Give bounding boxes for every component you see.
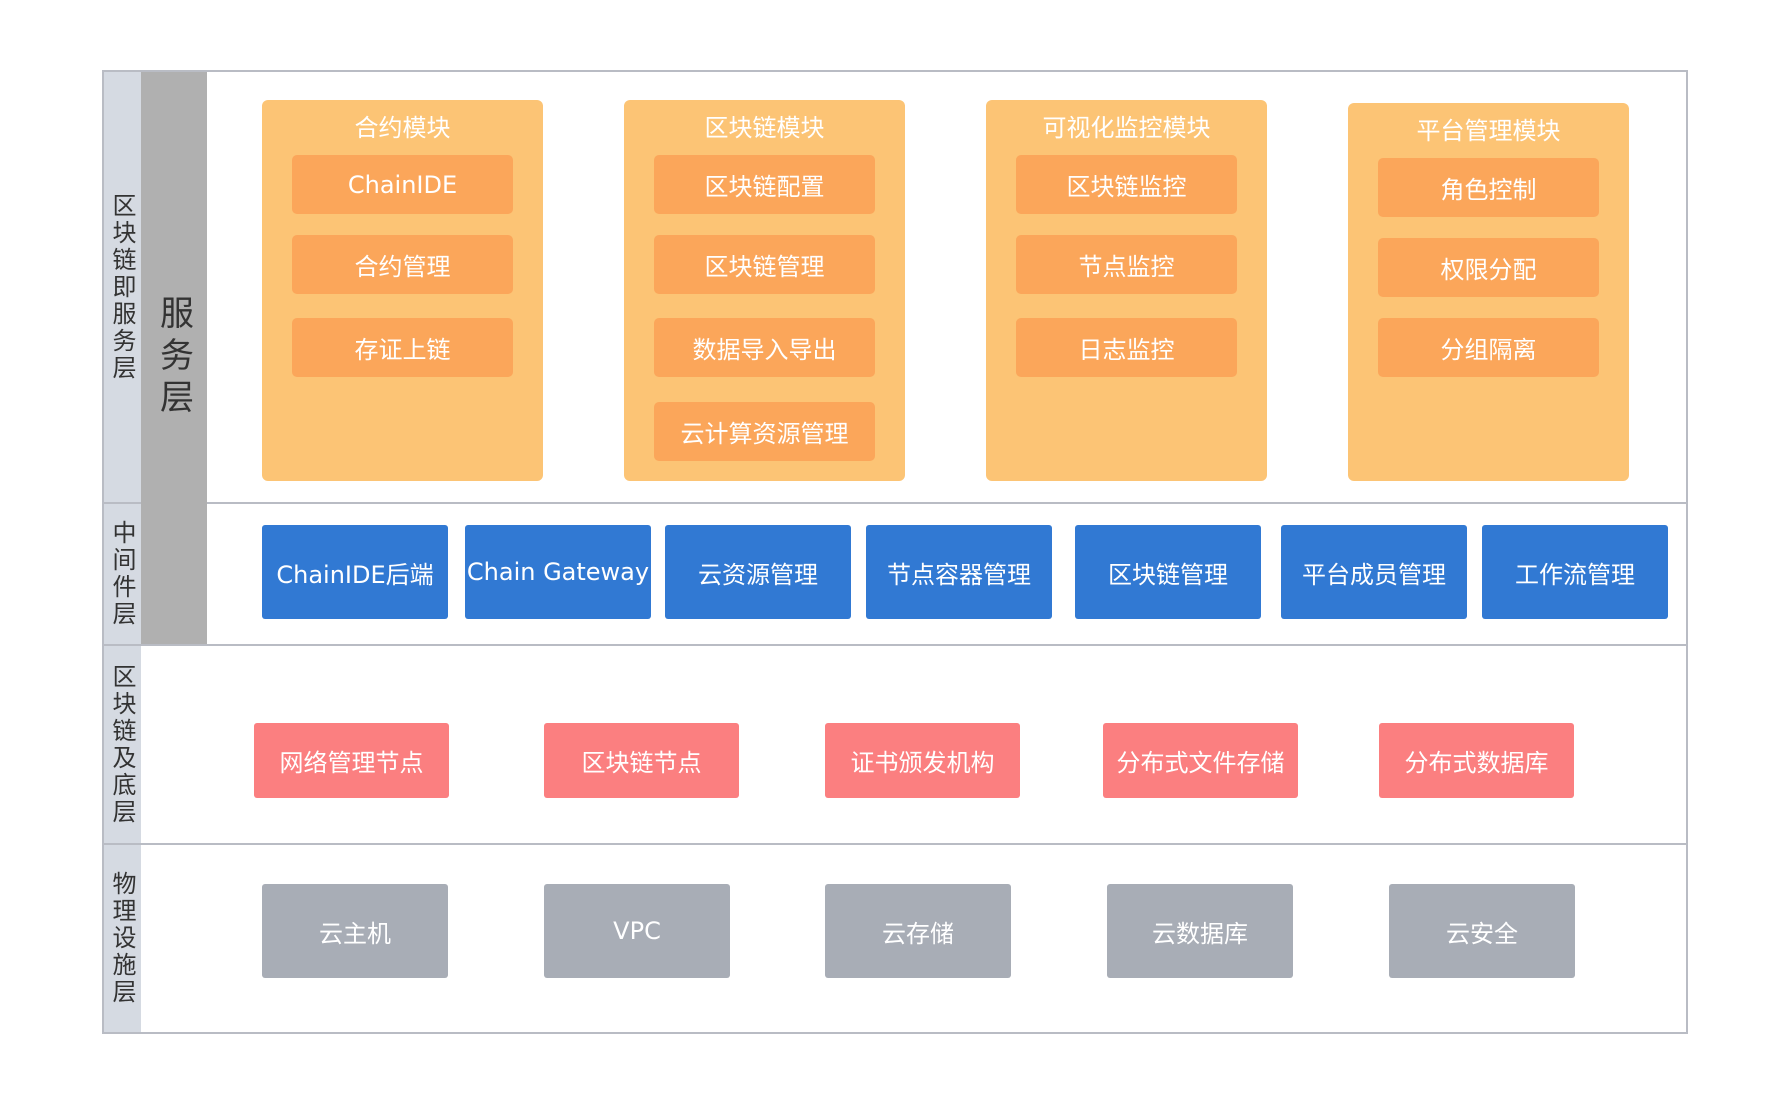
middleware-box: 云资源管理 — [665, 525, 851, 619]
module-title: 区块链模块 — [704, 114, 825, 142]
middleware-box: ChainIDE后端 — [262, 525, 448, 619]
module-item: 节点监控 — [1016, 235, 1237, 294]
blockchain-node-box: 区块链节点 — [544, 723, 739, 798]
module-item: 存证上链 — [292, 318, 513, 377]
module-item: ChainIDE — [292, 155, 513, 214]
separator-middleware-blockchain — [102, 644, 1688, 646]
blockchain-node-box: 证书颁发机构 — [825, 723, 1020, 798]
module-item: 区块链监控 — [1016, 155, 1237, 214]
physical-box: 云主机 — [262, 884, 448, 978]
layer-label-separator — [102, 502, 141, 504]
module-item: 数据导入导出 — [654, 318, 875, 377]
service-layer-label: 服务层 — [141, 72, 207, 644]
module-title: 可视化监控模块 — [1042, 114, 1211, 142]
module-item: 云计算资源管理 — [654, 402, 875, 461]
middleware-box: 区块链管理 — [1075, 525, 1261, 619]
module-item: 权限分配 — [1378, 238, 1599, 297]
blockchain-node-box: 分布式数据库 — [1379, 723, 1574, 798]
middleware-box: 平台成员管理 — [1281, 525, 1467, 619]
module-item: 区块链配置 — [654, 155, 875, 214]
module-item: 合约管理 — [292, 235, 513, 294]
separator-blockchain-physical — [102, 843, 1688, 845]
blockchain-node-box: 分布式文件存储 — [1103, 723, 1298, 798]
module-item: 角色控制 — [1378, 158, 1599, 217]
physical-box: 云数据库 — [1107, 884, 1293, 978]
middleware-box: 工作流管理 — [1482, 525, 1668, 619]
module-title: 合约模块 — [354, 114, 451, 142]
layer-label-physical: 物理设施层 — [102, 845, 141, 1032]
physical-box: VPC — [544, 884, 730, 978]
module-item: 日志监控 — [1016, 318, 1237, 377]
physical-box: 云存储 — [825, 884, 1011, 978]
layer-label-service: 区块链即服务层 — [102, 72, 141, 502]
module-platform: 平台管理模块 角色控制 权限分配 分组隔离 — [1348, 103, 1629, 481]
module-item: 分组隔离 — [1378, 318, 1599, 377]
layer-label-middleware: 中间件层 — [102, 504, 141, 644]
physical-box: 云安全 — [1389, 884, 1575, 978]
blockchain-node-box: 网络管理节点 — [254, 723, 449, 798]
module-monitoring: 可视化监控模块 区块链监控 节点监控 日志监控 — [986, 100, 1267, 481]
module-blockchain: 区块链模块 区块链配置 区块链管理 数据导入导出 云计算资源管理 — [624, 100, 905, 481]
module-contract: 合约模块 ChainIDE 合约管理 存证上链 — [262, 100, 543, 481]
module-title: 平台管理模块 — [1416, 117, 1561, 145]
module-item: 区块链管理 — [654, 235, 875, 294]
middleware-box: Chain Gateway — [465, 525, 651, 619]
separator-service-middleware — [207, 502, 1688, 504]
middleware-box: 节点容器管理 — [866, 525, 1052, 619]
layer-label-blockchain: 区块链及底层 — [102, 646, 141, 843]
